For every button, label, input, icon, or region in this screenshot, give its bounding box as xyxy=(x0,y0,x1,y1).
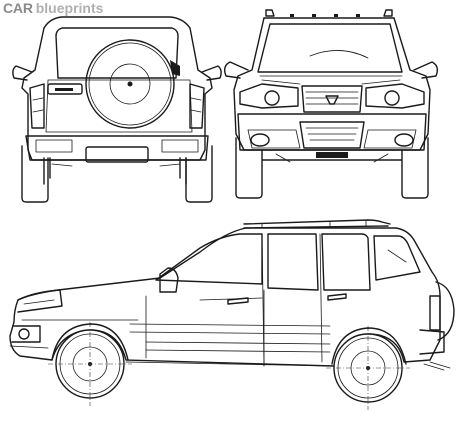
suv-front-view xyxy=(223,9,439,199)
suv-rear-view xyxy=(12,16,222,203)
suv-side-view xyxy=(9,219,455,410)
logo-blueprints-text: blueprints xyxy=(35,0,104,16)
logo-car-text: CAR xyxy=(3,0,33,16)
